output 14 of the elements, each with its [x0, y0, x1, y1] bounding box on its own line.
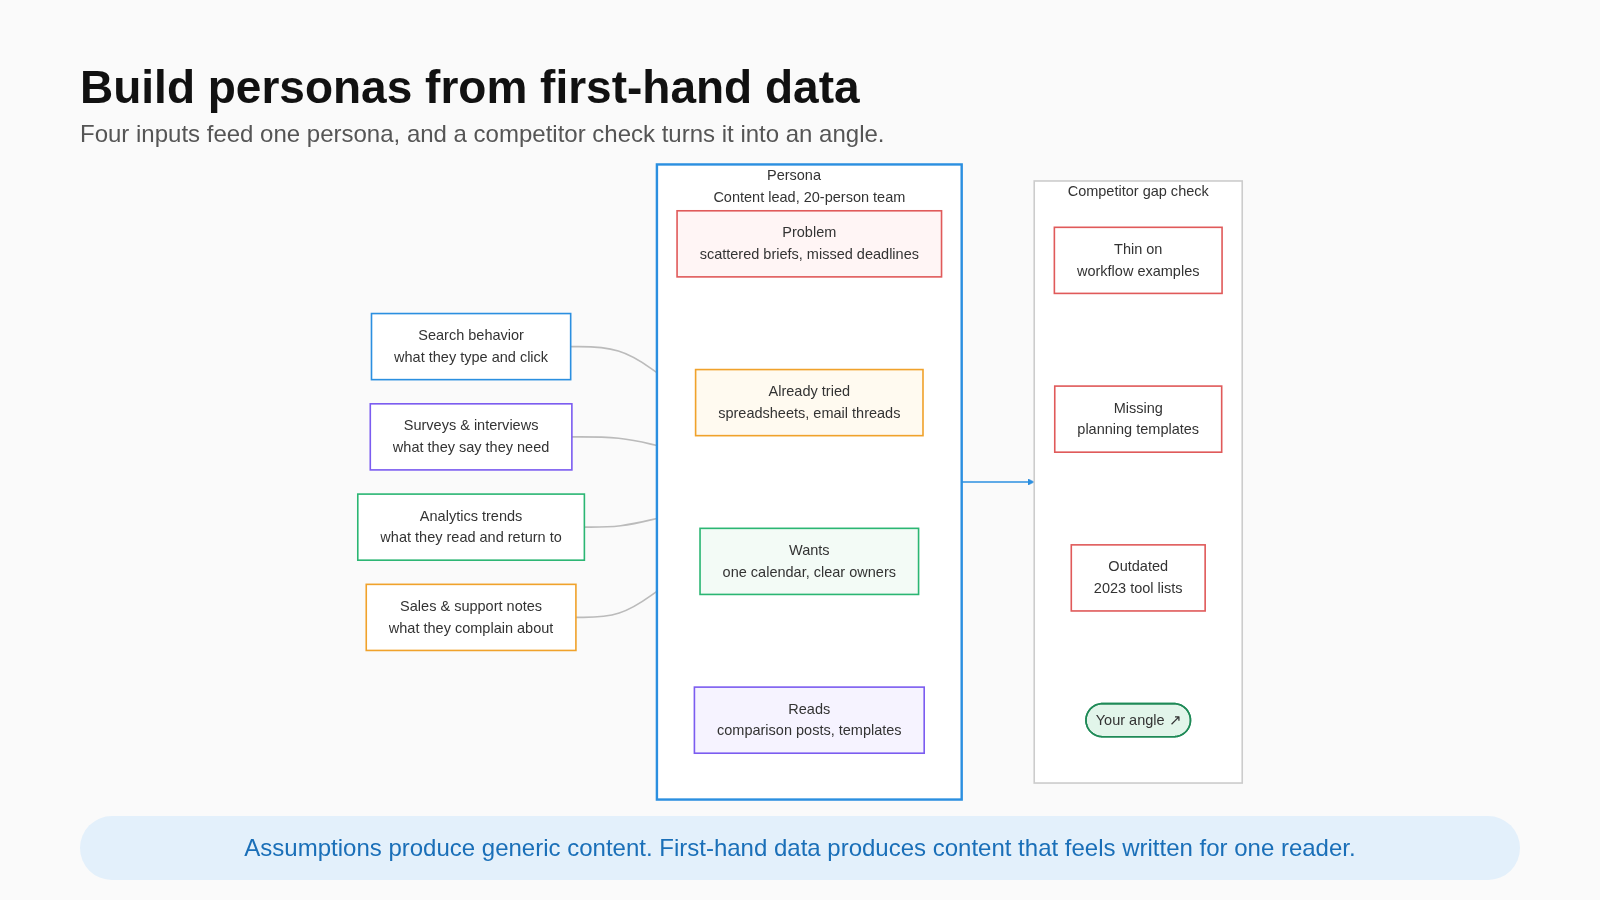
node-box: Search behavior what they type and click: [370, 312, 572, 381]
node-box: Analytics trends what they read and return to: [357, 493, 586, 561]
node-box: Wants one calendar, clear owners: [699, 527, 920, 596]
node-box: Thin on workflow examples: [1053, 226, 1223, 295]
node-box: Reads comparison posts, templates: [693, 686, 925, 754]
caption-banner: Assumptions produce generic content. First-hand data produces content that feels written for one reader.: [80, 816, 1520, 880]
subtitle: Four inputs feed one persona, and a competitor check turns it into an angle.: [80, 120, 886, 148]
node-box: Problem scattered briefs, missed deadlines: [676, 210, 943, 278]
node-box: Missing planning templates: [1053, 385, 1223, 453]
node-box: Sales & support notes what they complain about: [365, 583, 577, 652]
node-box: Surveys & interviews what they say they need: [369, 403, 573, 471]
node-box: Already tried spreadsheets, email threads: [694, 368, 924, 437]
node-box: Outdated 2023 tool lists: [1070, 544, 1206, 612]
title: Build personas from first-hand data: [80, 60, 861, 114]
